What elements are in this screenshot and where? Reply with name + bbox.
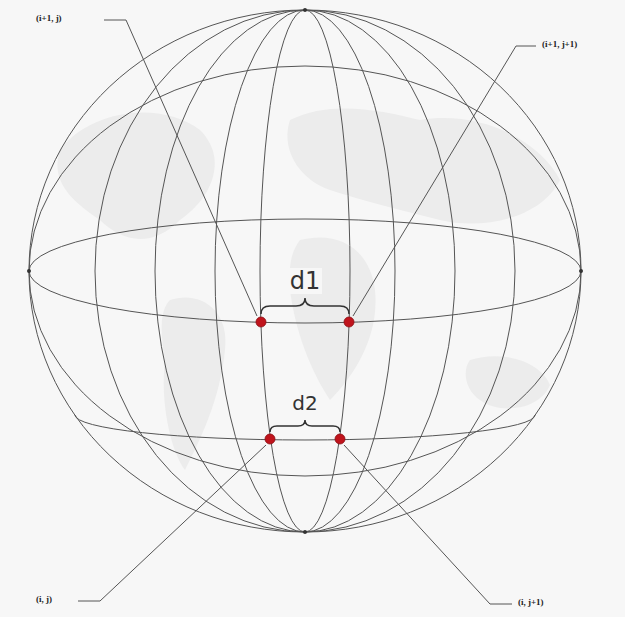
grid-index-label: (i+1, j+1) bbox=[540, 40, 579, 50]
grid-point bbox=[256, 317, 354, 444]
pole-points bbox=[27, 8, 583, 534]
world-map-backdrop bbox=[57, 108, 560, 470]
distance-label: d2 bbox=[290, 392, 319, 414]
grid-index-label: (i+1, j) bbox=[34, 14, 64, 24]
grid-index-label: (i, j) bbox=[34, 595, 54, 605]
leader-lines bbox=[78, 20, 536, 604]
great-circle-lines bbox=[29, 66, 581, 476]
meridian-lines bbox=[29, 10, 581, 532]
grid-index-label: (i, j+1) bbox=[516, 598, 546, 608]
distance-label: d1 bbox=[288, 268, 323, 294]
dimension-brace bbox=[261, 298, 349, 432]
